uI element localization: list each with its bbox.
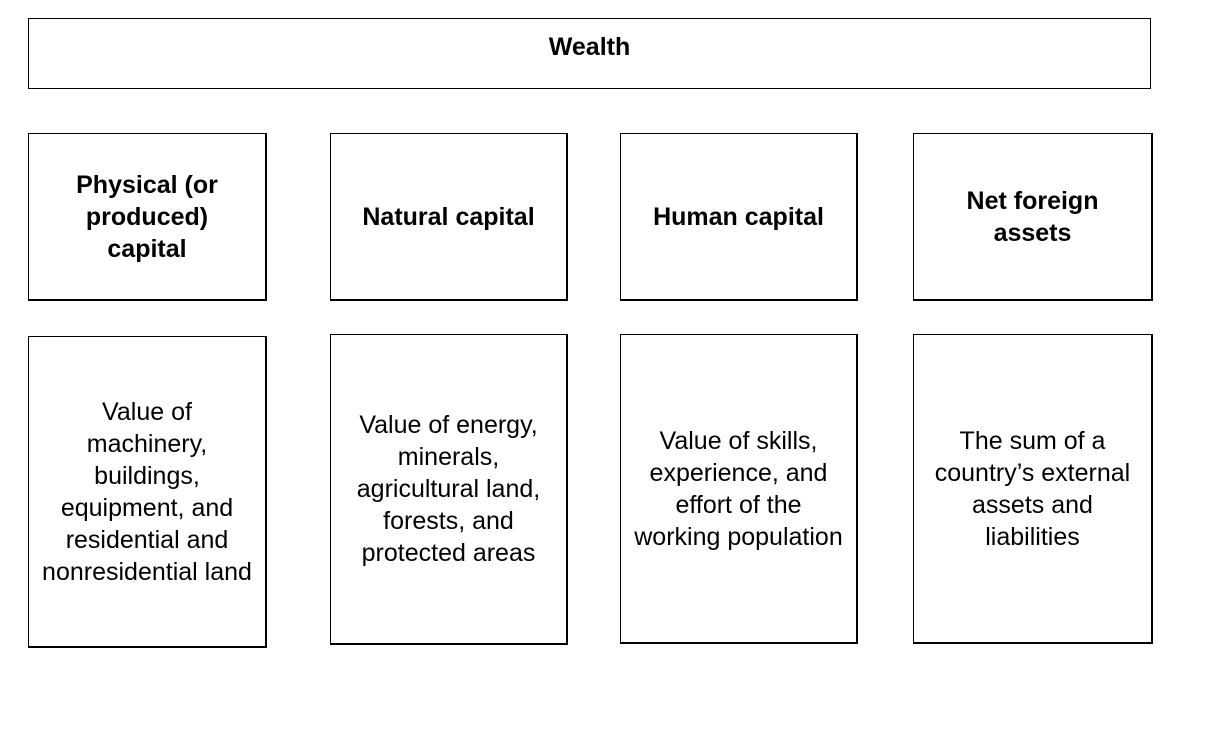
category-label: Natural capital [362, 202, 535, 231]
description-text: Value of skills, experience, and effort … [634, 426, 843, 551]
description-text: Value of energy, minerals, agricultural … [356, 411, 541, 567]
category-label: Net foreign assets [966, 186, 1099, 247]
wealth-title: Wealth [548, 33, 631, 61]
description-natural-capital: Value of energy, minerals, agricultural … [330, 334, 568, 645]
description-text: Value of machinery, buildings, equipment… [42, 397, 252, 586]
description-text: The sum of a country’s external assets a… [934, 426, 1131, 551]
category-natural-capital: Natural capital [330, 133, 568, 301]
category-label: Human capital [653, 202, 824, 231]
category-net-foreign-assets: Net foreign assets [913, 133, 1153, 301]
category-human-capital: Human capital [620, 133, 858, 301]
description-physical-capital: Value of machinery, buildings, equipment… [28, 336, 267, 648]
description-human-capital: Value of skills, experience, and effort … [620, 334, 858, 644]
category-label: Physical (or produced) capital [76, 170, 218, 263]
description-net-foreign-assets: The sum of a country’s external assets a… [913, 334, 1153, 644]
wealth-box: Wealth [28, 18, 1151, 89]
category-physical-capital: Physical (or produced) capital [28, 133, 267, 301]
